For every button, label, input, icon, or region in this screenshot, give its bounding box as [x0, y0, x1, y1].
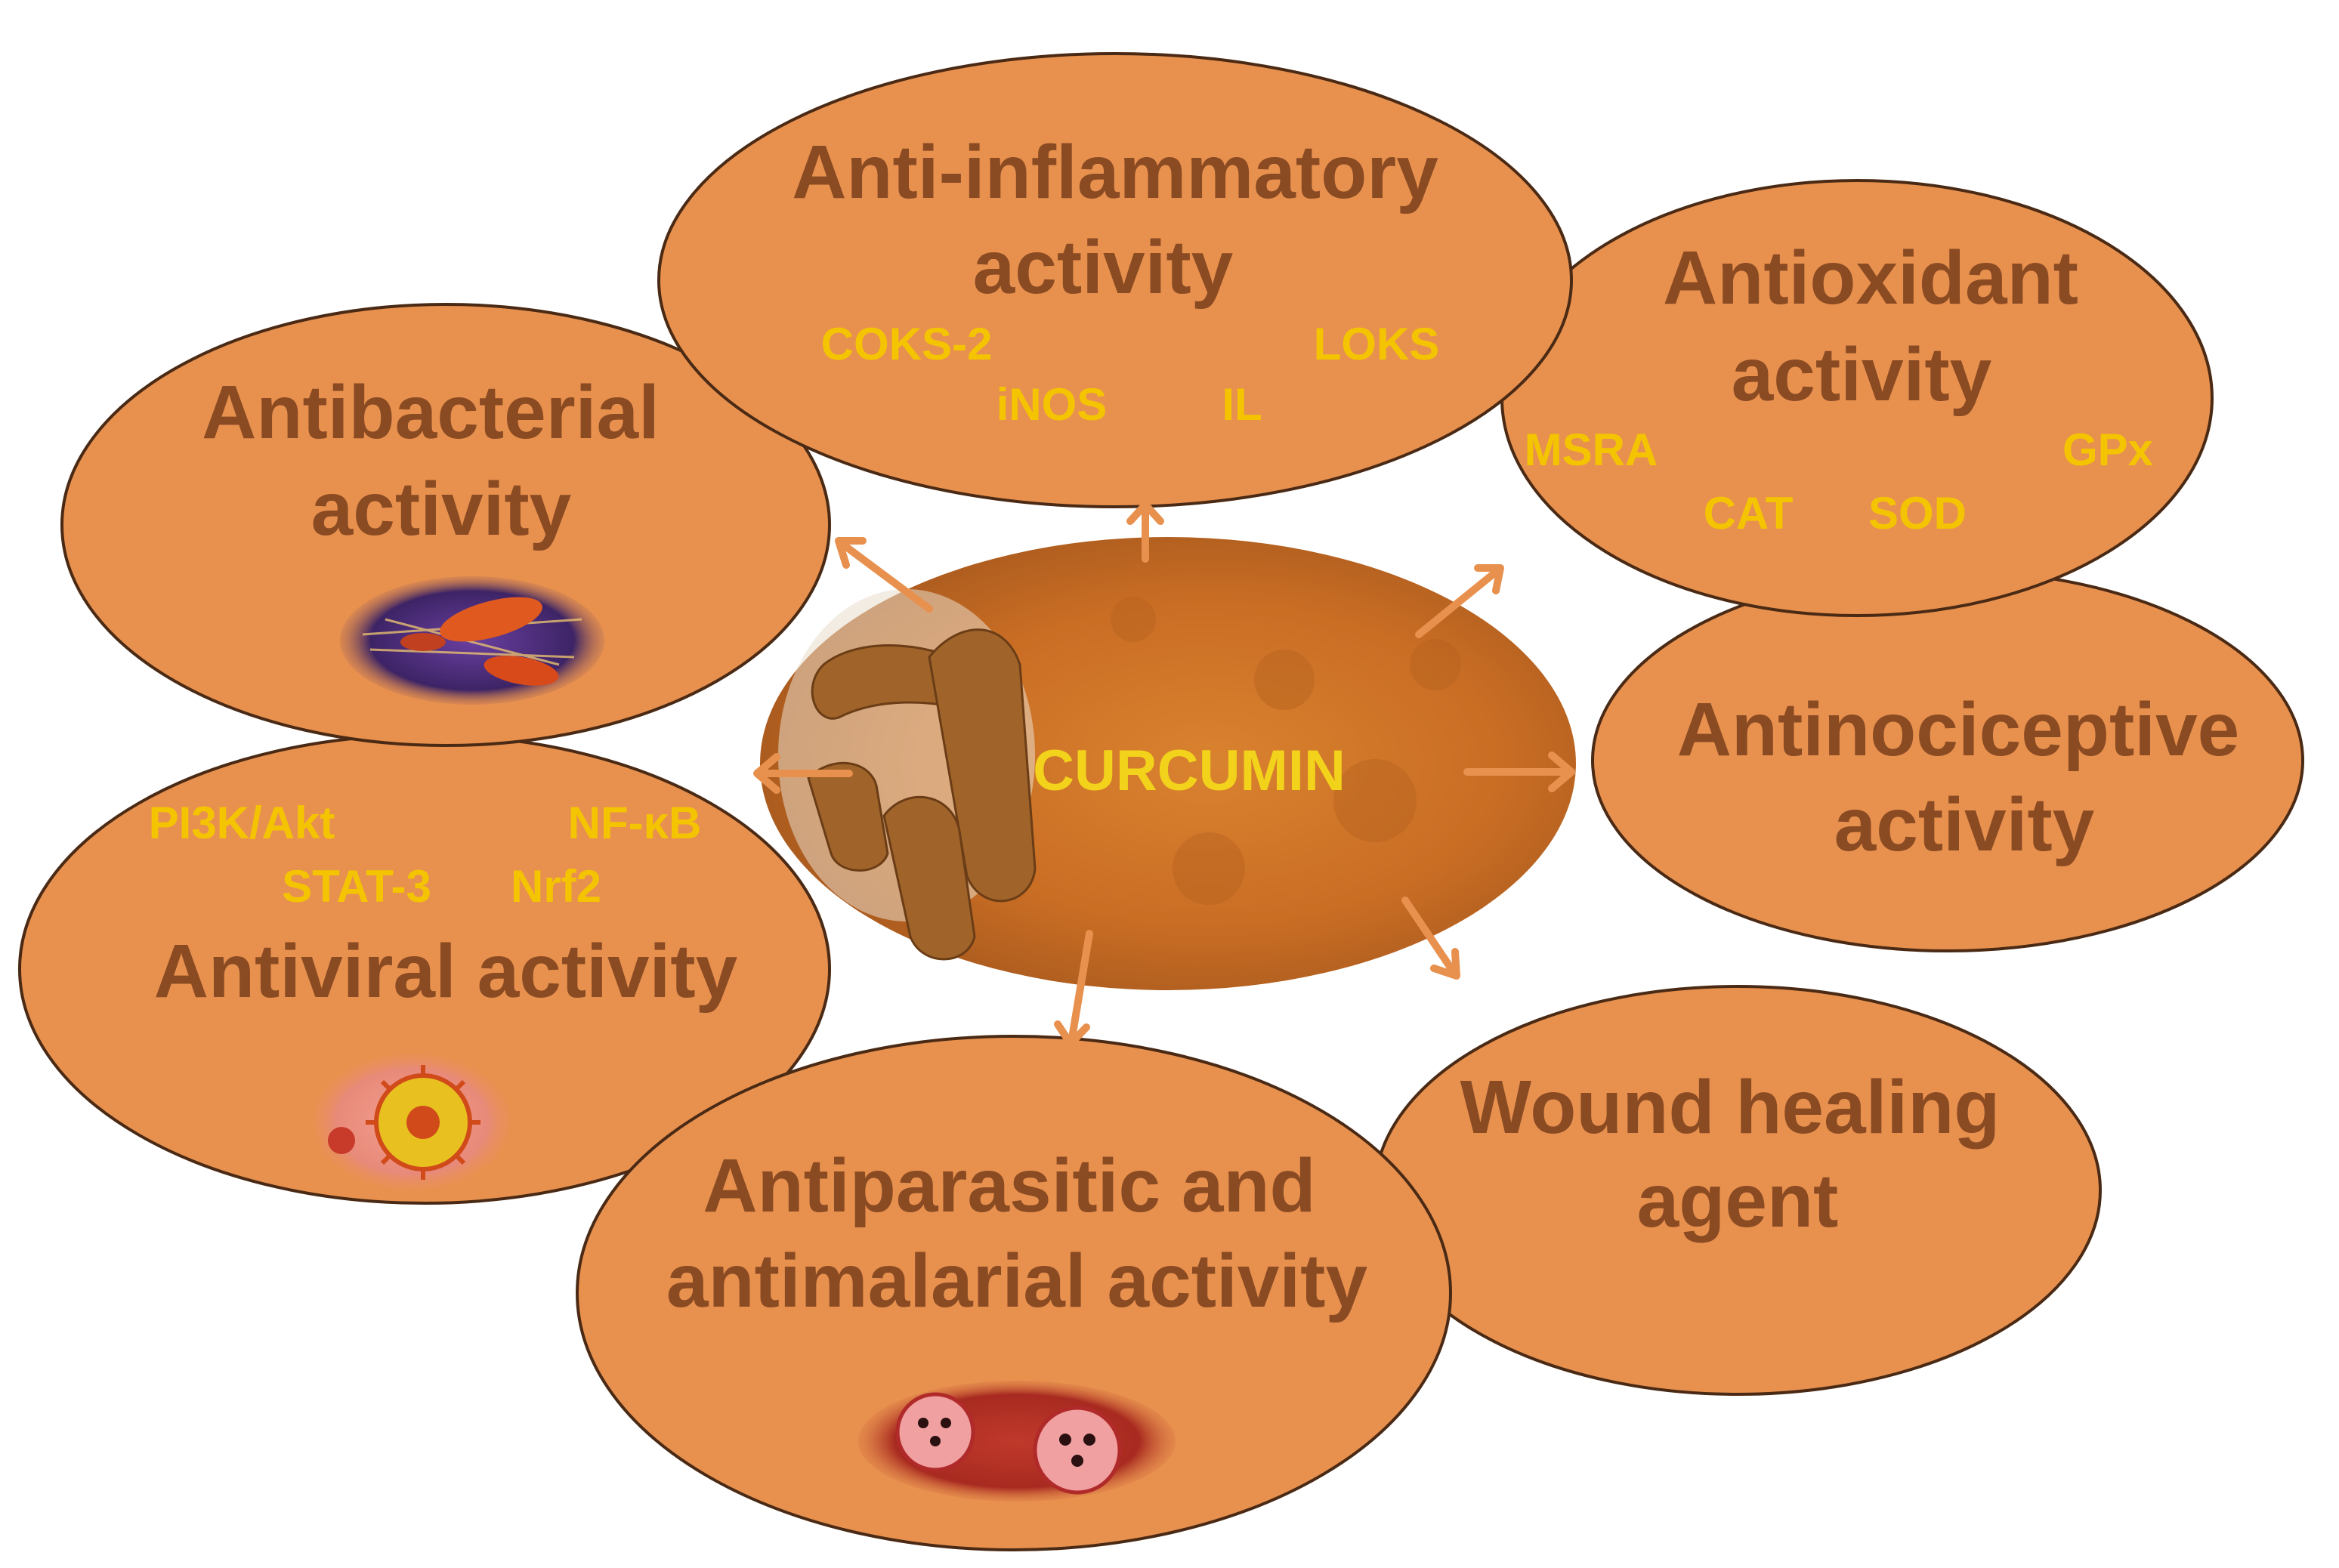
virus-icon [314, 1054, 510, 1190]
anti-inflammatory-ellipse [657, 52, 1573, 508]
arrow-to-anti-inflammatory [1126, 501, 1164, 563]
arrow-to-antibacterial [835, 537, 933, 613]
curcumin-image [760, 537, 1576, 990]
marker-nf-kb: NF-κB [568, 798, 702, 848]
antioxidant-title-line2: activity [1732, 332, 1992, 417]
marker-loks: LOKS [1314, 319, 1440, 369]
antinociceptive-title-line1: Antinociceptive [1677, 687, 2240, 772]
antiparasitic-ellipse [576, 1035, 1452, 1551]
marker-msra: MSRA [1525, 424, 1658, 475]
node-anti-inflammatory: Anti-inflammatory activity COKS-2 LOKS i… [792, 130, 1439, 430]
node-antibacterial: Antibacterial activity [202, 370, 660, 705]
center-label: CURCUMIN [1033, 739, 1346, 803]
marker-pi3k-akt: PI3K/Akt [149, 798, 335, 848]
arrow-to-antioxidant [1415, 564, 1504, 638]
arrow-to-antiparasitic [1054, 930, 1093, 1048]
parasite-cell-icon [858, 1381, 1176, 1502]
wound-healing-title-line1: Wound healing [1460, 1065, 2001, 1150]
bacteria-icon [340, 576, 604, 705]
marker-nrf2: Nrf2 [511, 861, 601, 912]
antiparasitic-title-line1: Antiparasitic and [703, 1144, 1315, 1228]
antibacterial-title-line2: activity [311, 467, 572, 551]
anti-inflammatory-title-line2: activity [973, 225, 1234, 310]
node-antiparasitic: Antiparasitic and antimalarial activity [666, 1144, 1368, 1502]
antinociceptive-title-line2: activity [1834, 782, 2095, 867]
node-antinociceptive: Antinociceptive activity [1677, 687, 2240, 867]
arrows [753, 501, 1575, 1048]
marker-cat: CAT [1704, 488, 1794, 539]
marker-il: IL [1222, 379, 1262, 430]
antibacterial-ellipse [60, 303, 831, 747]
marker-coks2: COKS-2 [821, 319, 993, 369]
marker-stat3: STAT-3 [282, 861, 431, 912]
node-antioxidant: Antioxidant activity MSRA GPx CAT SOD [1525, 236, 2153, 539]
arrow-to-antiviral [753, 753, 853, 794]
node-antiviral: PI3K/Akt NF-κB STAT-3 Nrf2 Antiviral act… [149, 798, 738, 1190]
marker-inos: iNOS [996, 379, 1108, 430]
marker-gpx: GPx [2062, 424, 2153, 475]
arrow-to-wound-healing [1401, 897, 1460, 980]
arrow-to-antinociceptive [1463, 752, 1575, 792]
marker-sod: SOD [1868, 488, 1967, 539]
antiviral-title: Antiviral activity [154, 929, 738, 1014]
anti-inflammatory-title-line1: Anti-inflammatory [792, 130, 1438, 215]
node-wound-healing: Wound healing agent [1460, 1065, 2001, 1243]
antioxidant-title-line1: Antioxidant [1663, 236, 2078, 320]
antibacterial-title-line1: Antibacterial [202, 370, 660, 455]
wound-healing-title-line2: agent [1637, 1159, 1839, 1243]
antiparasitic-title-line2: antimalarial activity [666, 1239, 1368, 1323]
